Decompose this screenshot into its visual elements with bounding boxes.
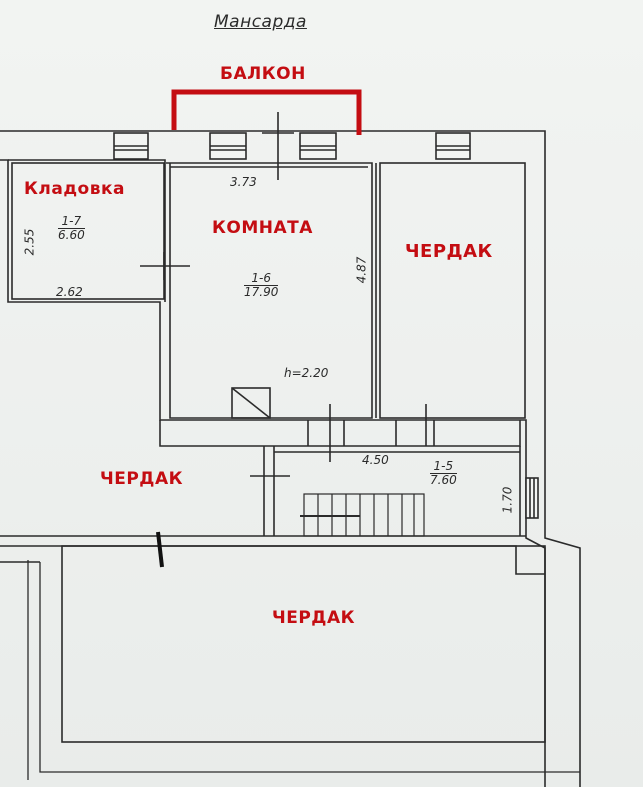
storage-area: 6.60: [58, 228, 85, 242]
hall-area-tag: 1-5 7.60: [430, 460, 457, 486]
storage-area-tag: 1-7 6.60: [58, 215, 85, 241]
storage-room-outline: [11, 162, 165, 300]
outer-wall-storage: [8, 159, 166, 302]
plan-title: Мансарда: [214, 12, 307, 32]
room-width: 3.73: [230, 175, 257, 189]
lower-attic-outline: [61, 545, 546, 743]
attic-right-outline: [379, 162, 526, 419]
room-length: 4.87: [354, 256, 369, 284]
hall-length: 1.70: [500, 486, 515, 514]
room-label: КОМНАТА: [212, 218, 313, 238]
room-area: 17.90: [244, 285, 279, 299]
staircase: [300, 493, 425, 537]
corridor-wall: [159, 420, 521, 447]
room-outline: [166, 162, 373, 419]
balcony-outline: [171, 89, 362, 135]
balcony-label: БАЛКОН: [220, 64, 306, 84]
attic-middle-label: ЧЕРДАК: [100, 469, 184, 489]
attic-hatch: [231, 387, 271, 419]
side-window: [525, 477, 539, 519]
hall-id: 1-5: [430, 460, 457, 474]
attic-bottom-label: ЧЕРДАК: [272, 608, 356, 628]
room-id: 1-6: [244, 272, 279, 286]
hall-width: 4.50: [362, 453, 389, 467]
storage-id: 1-7: [58, 215, 85, 229]
storage-door: [140, 252, 190, 280]
storage-height: 2.55: [22, 228, 37, 256]
marker-line: [156, 531, 164, 568]
hall-area: 7.60: [430, 473, 457, 487]
hall-outline: [263, 446, 521, 536]
outer-wall: [0, 130, 581, 787]
storage-width: 2.62: [56, 285, 83, 299]
storage-label: Кладовка: [24, 179, 125, 199]
room-ceiling-height: h=2.20: [284, 366, 329, 380]
room-area-tag: 1-6 17.90: [244, 272, 279, 299]
attic-right-label: ЧЕРДАК: [405, 241, 493, 262]
lower-attic-inner: [62, 545, 545, 575]
top-windows: [113, 112, 471, 180]
